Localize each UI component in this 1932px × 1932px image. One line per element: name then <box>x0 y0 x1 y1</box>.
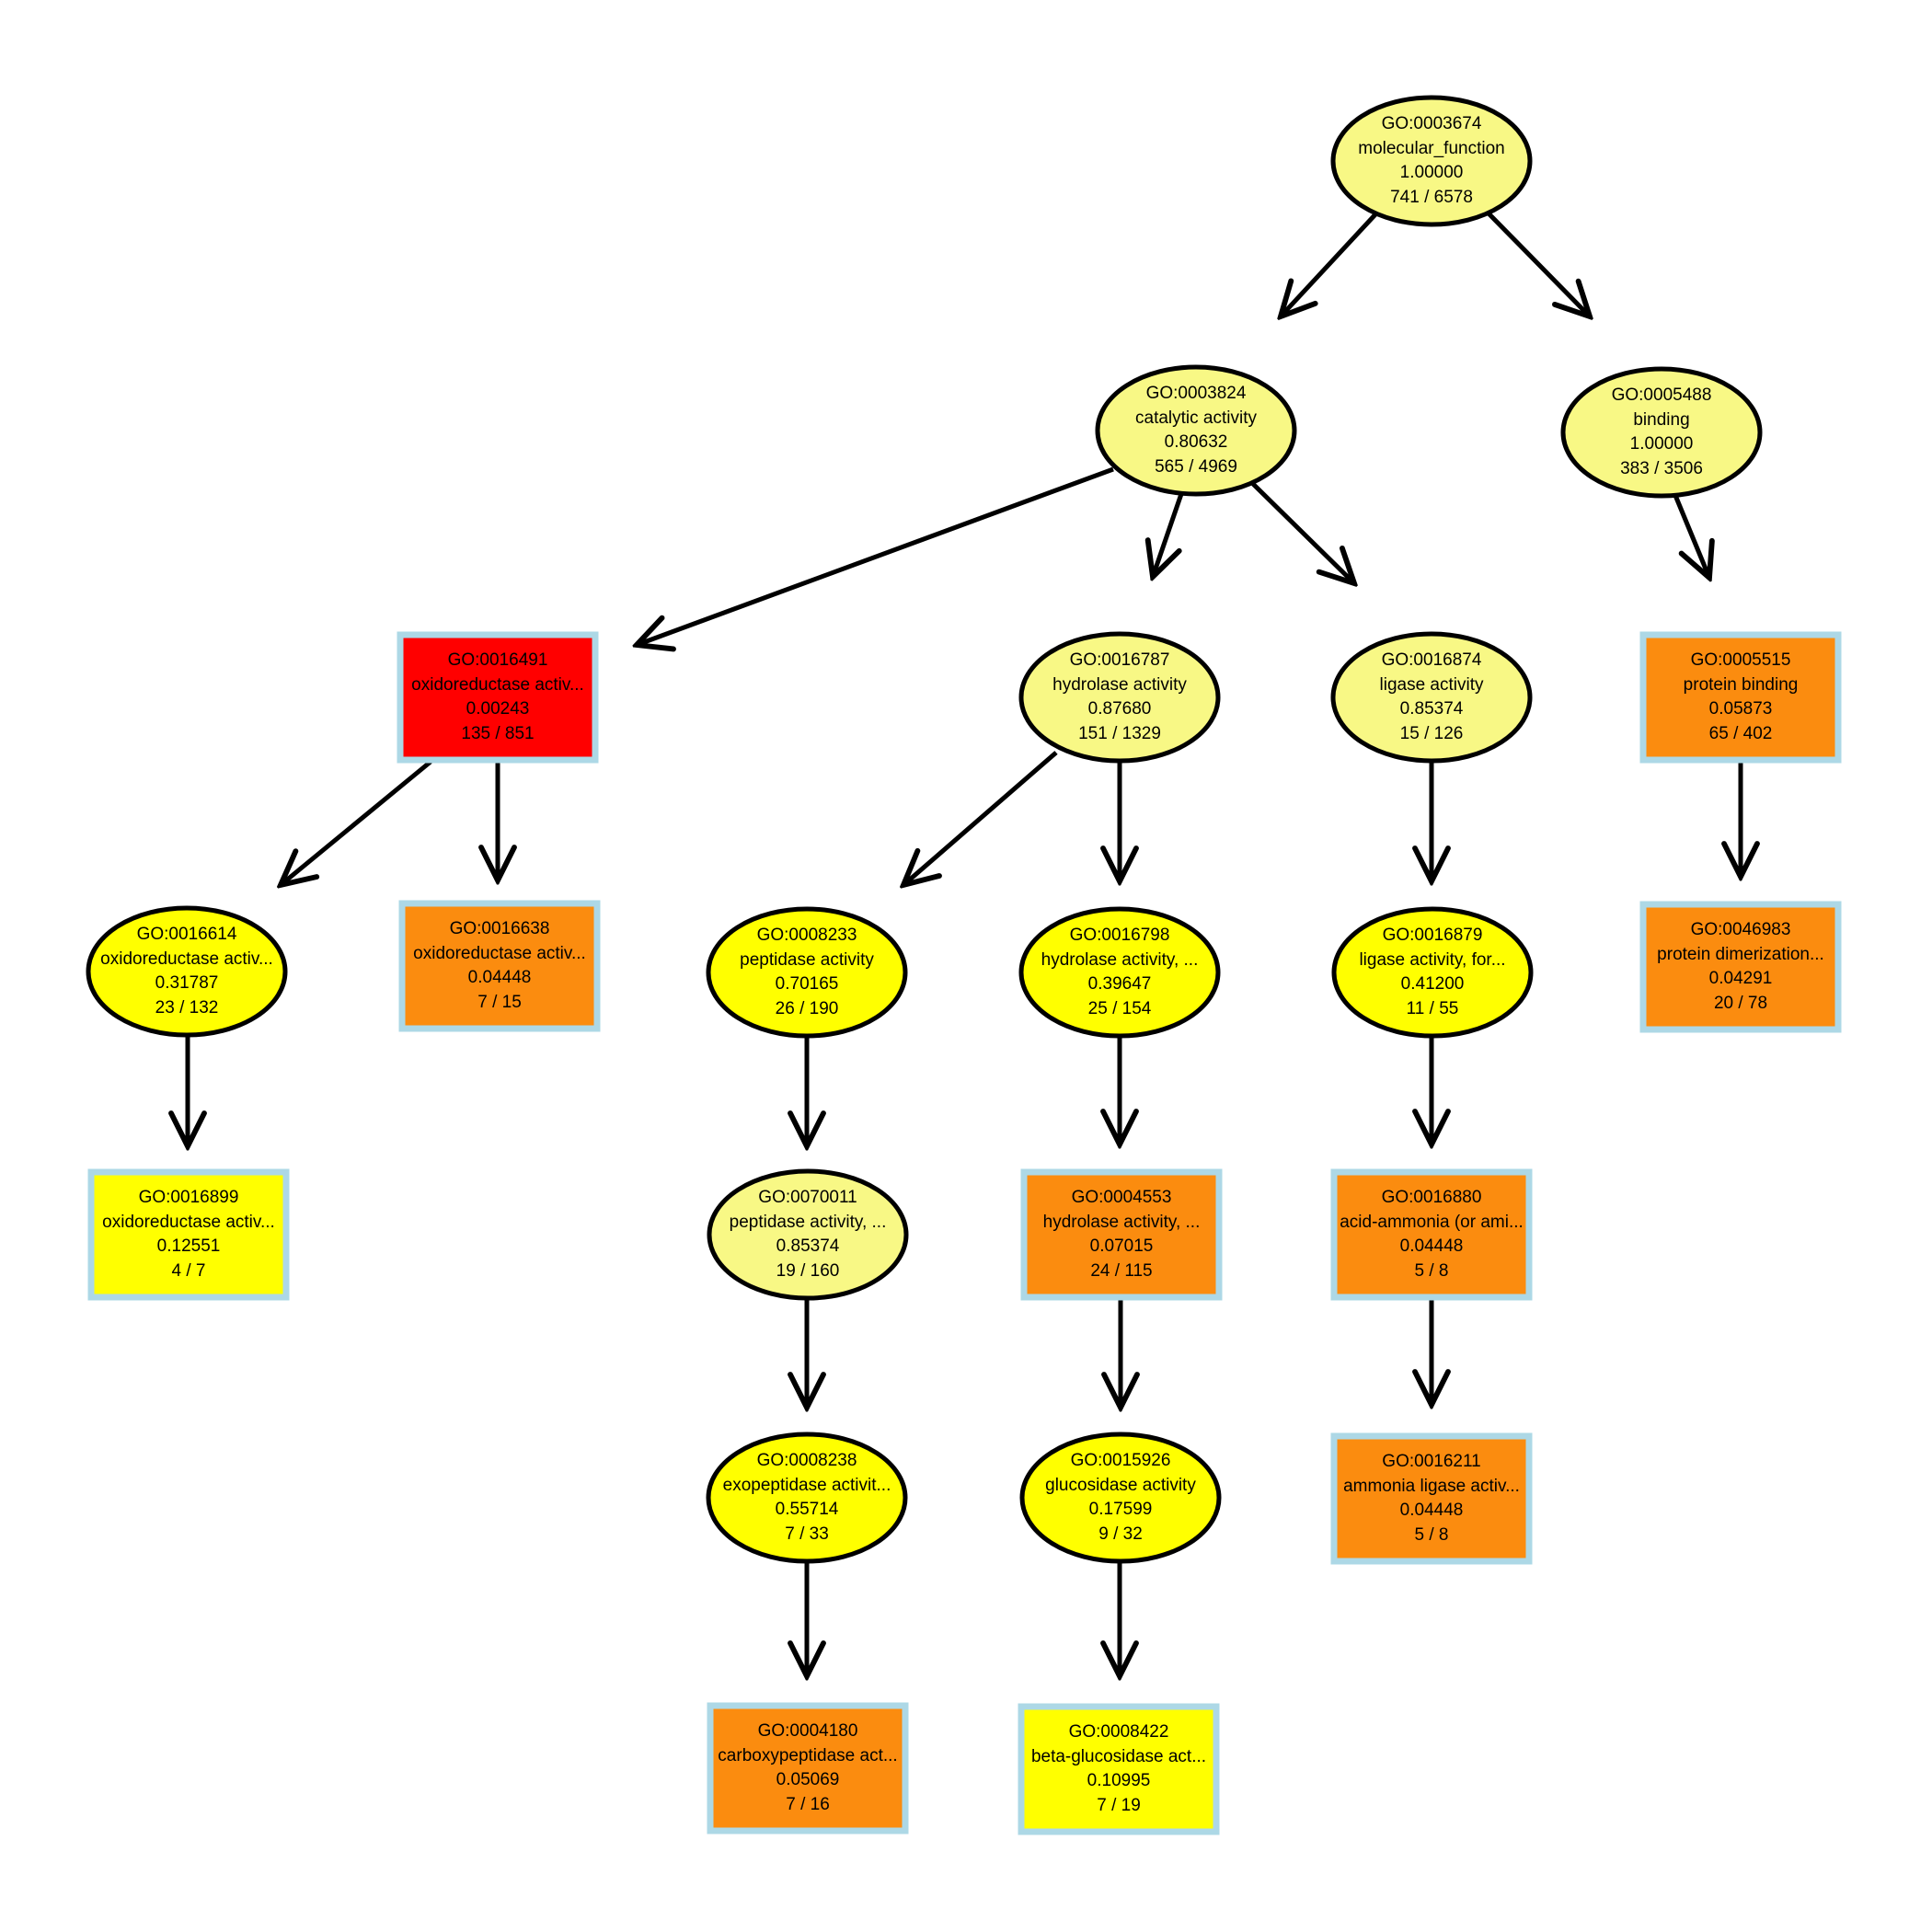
node-shape-ellipse <box>1560 366 1763 499</box>
node-shape-ellipse <box>706 1432 908 1564</box>
node-shape-box <box>1020 1168 1223 1301</box>
node-shape-ellipse <box>1095 364 1297 497</box>
node-shape-box <box>1330 1168 1533 1301</box>
node-shape-box <box>707 1702 909 1834</box>
node-shape-ellipse <box>86 905 288 1038</box>
node-shape-ellipse <box>1330 95 1533 227</box>
node-shape-box <box>1639 631 1842 764</box>
node-shape-ellipse <box>707 1168 909 1301</box>
node-shape-box <box>398 900 601 1032</box>
node-shape-ellipse <box>1331 906 1534 1039</box>
edge-arrow <box>281 760 432 885</box>
node-shape-box <box>87 1168 290 1301</box>
node-shape-box <box>1639 901 1842 1033</box>
node-shape-ellipse <box>1330 631 1533 764</box>
edge-arrow <box>1153 490 1185 577</box>
edge-arrow <box>1487 212 1590 316</box>
node-shape-layer <box>86 95 1842 1835</box>
node-shape-box <box>1018 1703 1220 1835</box>
edge-arrow <box>903 751 1058 885</box>
node-shape-box <box>1330 1432 1533 1565</box>
edge-arrow <box>637 466 1114 645</box>
edge-arrow <box>1251 482 1354 583</box>
node-shape-ellipse <box>1019 1432 1222 1564</box>
edge-layer <box>188 212 1741 1676</box>
edge-arrow <box>1672 492 1709 578</box>
node-shape-ellipse <box>706 906 908 1039</box>
node-shape-box <box>397 631 599 764</box>
node-shape-ellipse <box>1018 906 1221 1039</box>
node-shape-ellipse <box>1018 631 1221 764</box>
edge-arrow <box>1281 212 1378 316</box>
